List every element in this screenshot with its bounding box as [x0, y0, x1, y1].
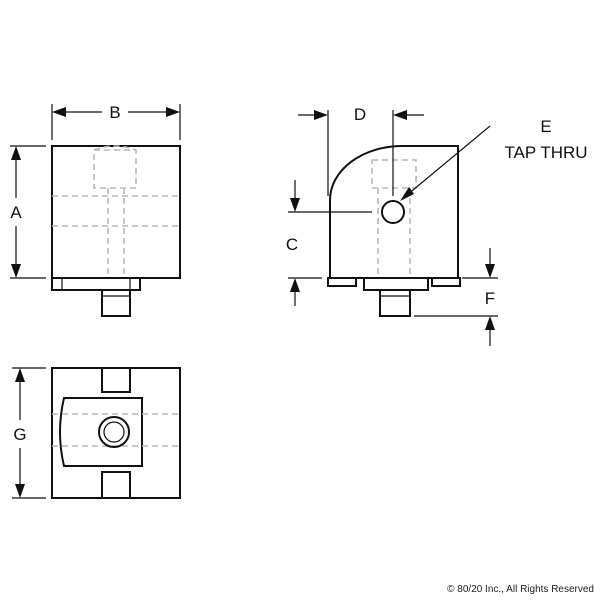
front-view [51, 145, 181, 317]
arrow-icon [290, 198, 300, 212]
side-stud [379, 289, 411, 317]
dimension-b: B [51, 103, 181, 140]
front-body [51, 145, 181, 279]
arrow-icon [314, 110, 328, 120]
front-stud [101, 289, 131, 317]
arrow-icon [15, 484, 25, 498]
arrow-icon [393, 110, 407, 120]
arrow-icon [400, 187, 414, 201]
side-body [329, 145, 459, 279]
side-tnut-base [363, 277, 429, 291]
dimension-f: F [414, 248, 498, 346]
stud-hole [103, 421, 125, 443]
arrow-icon [166, 107, 180, 117]
arrow-icon [290, 278, 300, 292]
dimension-c: C [286, 180, 372, 306]
copyright-text: © 80/20 Inc., All Rights Reserved [447, 584, 594, 595]
side-view [327, 145, 461, 317]
bottom-view [51, 367, 181, 499]
arrow-icon [11, 146, 21, 160]
label-e-note: TAP THRU [504, 143, 587, 162]
label-f: F [485, 289, 495, 308]
dimension-d: D [298, 105, 424, 196]
front-tnut-base [51, 277, 141, 291]
bottom-tnut [59, 397, 143, 467]
arrow-icon [11, 264, 21, 278]
arrow-icon [485, 316, 495, 330]
arrow-icon [485, 264, 495, 278]
dimension-a: A [10, 145, 46, 279]
arrow-icon [15, 368, 25, 382]
callout-e: E TAP THRU [400, 117, 588, 201]
label-d: D [354, 105, 366, 124]
label-a: A [10, 203, 22, 222]
label-b: B [109, 103, 120, 122]
tap-hole [381, 200, 405, 224]
label-e: E [540, 117, 551, 136]
label-c: C [286, 235, 298, 254]
dimension-g: G [12, 367, 46, 499]
label-g: G [13, 425, 26, 444]
bottom-body [51, 367, 181, 499]
arrow-icon [52, 107, 66, 117]
